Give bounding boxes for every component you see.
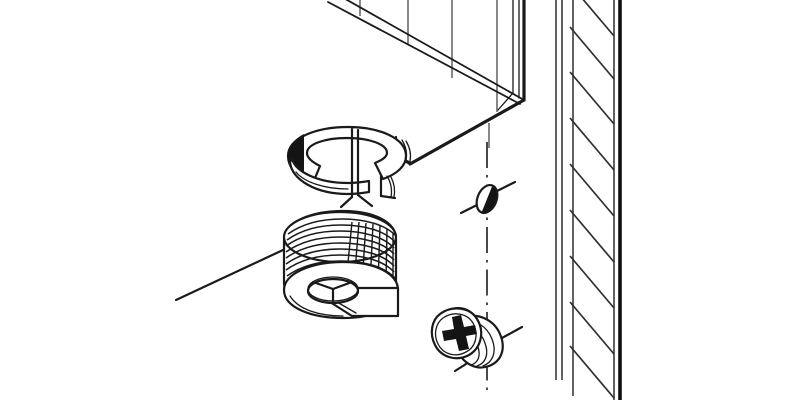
boss-spoke-upper-left (311, 280, 335, 291)
cap-lip-inner-arc (295, 171, 349, 190)
cap-tail-right (356, 193, 374, 208)
shelf-front-edge-right (408, 98, 526, 166)
cap-lower-lip (288, 157, 371, 196)
shelf-panel-corner (327, 0, 526, 166)
cap-tab-bottom (379, 194, 397, 200)
cross-recess-shape (442, 315, 477, 351)
phillips-screw (430, 306, 524, 373)
knurl-line (285, 248, 395, 267)
ladder-side-panel (555, 0, 622, 400)
peg-body (475, 183, 499, 215)
screw-head-inner-ring (434, 313, 477, 356)
cap-tab-curve-b (390, 176, 396, 198)
rung (582, 0, 615, 37)
cam-housing-cap (286, 125, 408, 209)
mounting-peg (459, 180, 517, 215)
screw-leader-upper-right (500, 325, 524, 340)
rung (569, 301, 615, 355)
screw-head-top-arc (447, 306, 473, 314)
cam-leader-line (174, 241, 300, 302)
knurl-line (286, 224, 396, 243)
rung (569, 163, 615, 217)
knurled-cam-body (174, 209, 400, 320)
boss-spoke-upper-right (331, 280, 354, 291)
rung (569, 345, 615, 399)
shelf-notch-curve-b (405, 140, 412, 162)
rung (569, 255, 615, 309)
knurl-line (285, 254, 395, 273)
shelf-frame-inner-corner (497, 92, 514, 111)
cap-tail-left (339, 195, 354, 209)
cap-outer-body (286, 125, 408, 185)
rung (569, 117, 615, 171)
cam-knurling (285, 218, 397, 285)
knurl-line (285, 236, 395, 255)
peg-leader-upper-right (495, 180, 517, 193)
rung (569, 71, 615, 125)
screw-cross-recess (442, 315, 477, 351)
shelf-band-top (345, 0, 525, 101)
knurl-line (287, 218, 397, 237)
cam-bottom-shadow-arc (289, 295, 344, 317)
cap-tab-curve-a (386, 175, 393, 198)
peg-outline (475, 183, 499, 215)
knurl-line (285, 230, 395, 249)
peg-leader-lower-left (459, 203, 479, 215)
side-panel-rungs (569, 0, 615, 399)
cam-boss-spokes (311, 280, 354, 303)
knurl-line (285, 242, 395, 261)
rung (569, 26, 615, 80)
shelf-band-bottom (327, 1, 521, 105)
rung (569, 209, 615, 263)
